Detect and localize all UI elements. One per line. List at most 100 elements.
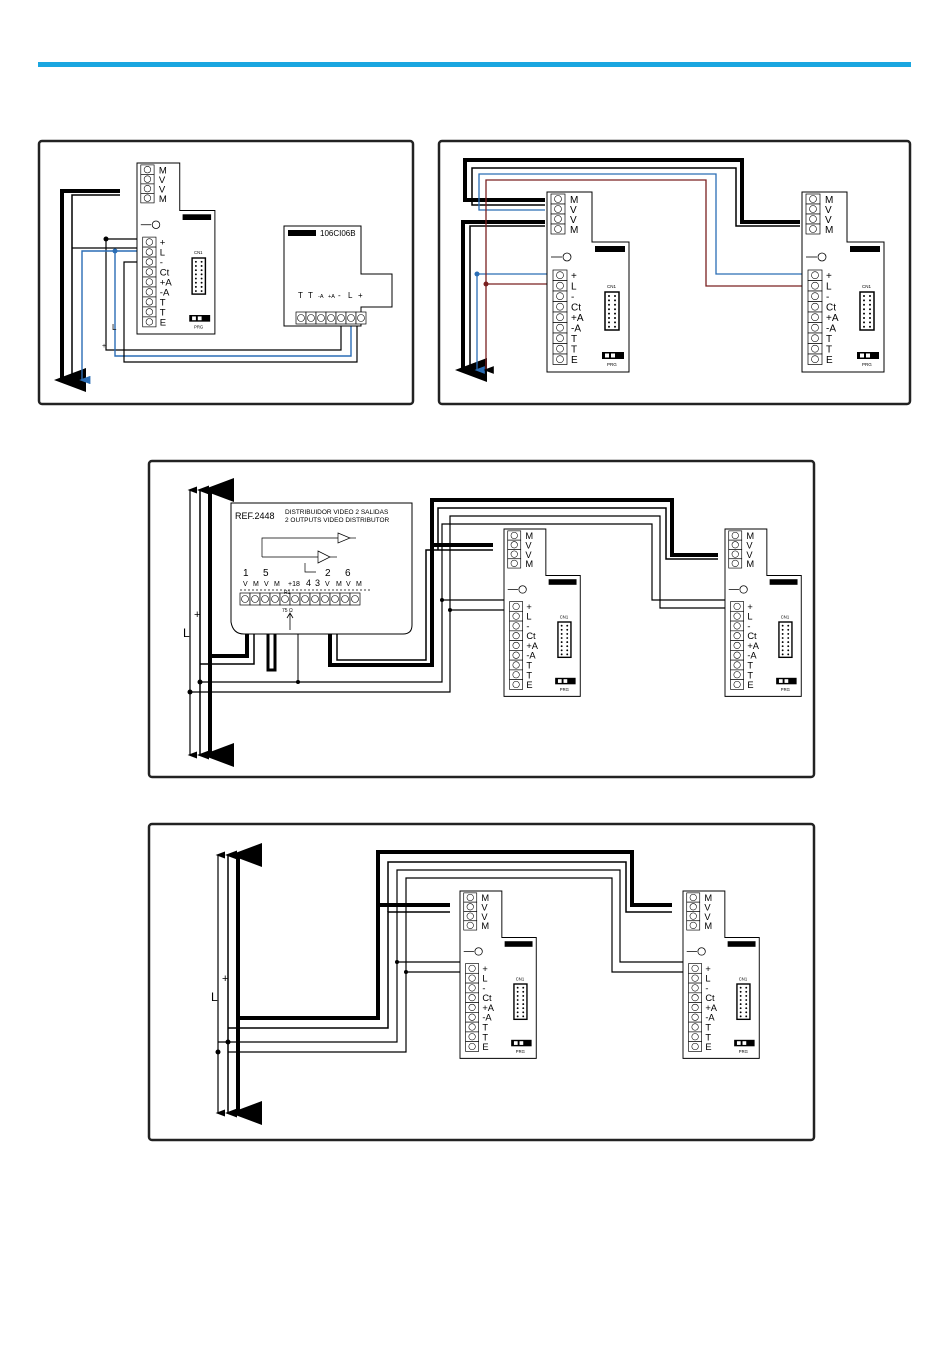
- terminal-label: V: [704, 903, 711, 913]
- screw-icon: [145, 308, 153, 316]
- terminal-label: M: [525, 559, 533, 569]
- terminal-screw: [688, 1041, 702, 1052]
- distributor-ref: REF.2448: [235, 511, 275, 521]
- screw-icon: [809, 205, 817, 213]
- terminal-label: L: [160, 248, 165, 259]
- terminal-label: E: [526, 680, 532, 690]
- terminal-label: -: [747, 621, 750, 631]
- brand-logo: [182, 214, 212, 220]
- terminal-screw: [550, 223, 566, 235]
- brand-text: FERMAX: [186, 215, 204, 220]
- adjust-knob-icon: [562, 252, 572, 262]
- distributor-output-number: 6: [345, 568, 351, 579]
- terminal-label: V: [570, 205, 577, 216]
- screw-icon: [145, 288, 153, 296]
- screw-icon: [512, 612, 520, 620]
- prg-label: PRG: [516, 1049, 525, 1054]
- distributor-pin-label: V: [264, 581, 269, 588]
- terminal-label: T: [526, 670, 532, 680]
- screw-icon: [512, 632, 520, 640]
- screw-icon: [337, 314, 345, 322]
- terminal-screw: [552, 353, 568, 365]
- distributor-adjust-arrow: [286, 612, 294, 630]
- module-terminal-label: -: [338, 291, 341, 300]
- cn1-label: CN1: [516, 976, 525, 981]
- terminal-label: M: [704, 921, 712, 931]
- screw-icon: [733, 612, 741, 620]
- terminal-label: -: [160, 258, 163, 269]
- distributor-pin-label: M: [336, 581, 342, 588]
- terminal-label: M: [159, 194, 167, 205]
- terminal-label: -: [705, 983, 708, 993]
- terminal-label: E: [747, 680, 753, 690]
- terminal-label: T: [747, 670, 753, 680]
- brand-logo: [727, 941, 756, 947]
- screw-icon: [466, 912, 474, 920]
- cn1-connector: [604, 291, 620, 331]
- terminal-label: +A: [705, 1003, 717, 1013]
- bus-l-label-panel-3: L: [183, 626, 190, 640]
- terminal-label: +: [526, 602, 531, 612]
- brand-logo: [548, 579, 577, 585]
- terminal-label: Ct: [482, 993, 492, 1003]
- terminal-label: M: [825, 195, 833, 206]
- screw-icon: [331, 595, 339, 603]
- terminal-label: V: [481, 912, 488, 922]
- distributor-pin-label: V: [325, 581, 330, 588]
- module-terminal-label: T: [298, 291, 303, 300]
- distributor-pin-label: V: [243, 581, 248, 588]
- distributor-pin-label: M: [274, 581, 280, 588]
- terminal-label: L: [826, 282, 832, 293]
- screw-icon: [281, 595, 289, 603]
- screw-icon: [468, 1023, 476, 1031]
- screw-icon: [691, 974, 699, 982]
- cn1-label: CN1: [560, 614, 569, 619]
- screw-icon: [145, 248, 153, 256]
- terminal-label: T: [526, 661, 532, 671]
- screw-icon: [317, 314, 325, 322]
- terminal-label: Ct: [826, 303, 836, 314]
- screw-icon: [301, 595, 309, 603]
- screw-icon: [733, 661, 741, 669]
- screw-icon: [307, 314, 315, 322]
- terminal-label: M: [746, 531, 754, 541]
- terminal-label: +A: [160, 278, 173, 289]
- screw-icon: [466, 903, 474, 911]
- screw-icon: [321, 595, 329, 603]
- terminal-label: -A: [705, 1013, 715, 1023]
- terminal-label: +A: [526, 641, 538, 651]
- screw-icon: [510, 559, 518, 567]
- terminal-label: Ct: [160, 268, 170, 279]
- bus-l-label-panel-4: L: [211, 990, 218, 1004]
- module-terminal-label: L: [348, 291, 353, 300]
- top-accent-bar: [38, 62, 911, 67]
- brand-logo: [850, 246, 880, 252]
- terminal-screw: [349, 592, 361, 606]
- screw-icon: [466, 893, 474, 902]
- screw-icon: [145, 298, 153, 306]
- video-distributor: REF.2448 DISTRIBUIDOR VIDEO 2 SALIDAS 2 …: [230, 502, 413, 635]
- terminal-label: +A: [482, 1003, 494, 1013]
- terminal-label: L: [747, 612, 752, 622]
- screw-icon: [143, 166, 152, 174]
- terminal-label: T: [571, 345, 577, 356]
- screw-icon: [811, 313, 819, 321]
- distributor-r1: R1: [284, 590, 291, 596]
- terminal-label: M: [481, 893, 489, 903]
- screw-icon: [733, 671, 741, 679]
- screw-icon: [327, 314, 335, 322]
- terminal-label: L: [705, 974, 710, 984]
- terminal-label: V: [746, 550, 753, 560]
- terminal-label: T: [160, 298, 166, 309]
- panel-2-wires: [455, 158, 805, 382]
- screw-icon: [689, 903, 697, 911]
- module-terminal-label: -A: [318, 294, 324, 300]
- terminal-label: M: [570, 195, 578, 206]
- terminal-label: -A: [571, 324, 581, 335]
- terminal-label: T: [571, 334, 577, 345]
- module-ref: 106CI06B: [320, 229, 356, 238]
